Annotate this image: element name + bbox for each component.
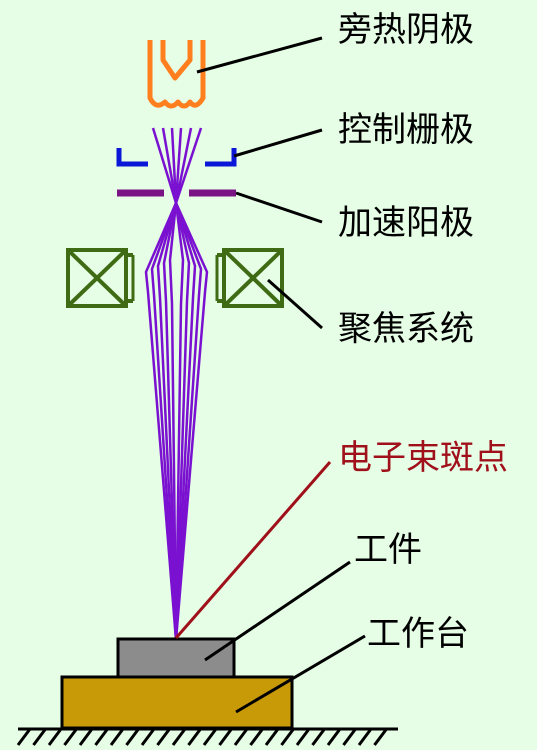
ground-hatch-mark xyxy=(140,728,156,746)
ground-hatch-mark xyxy=(326,728,342,746)
leader-worktable xyxy=(235,634,366,714)
ground-hatch-mark xyxy=(63,728,78,746)
ground-hatch-mark xyxy=(280,728,295,746)
ground-hatch-mark xyxy=(156,728,171,746)
label-workpiece: 工件 xyxy=(354,530,422,570)
focus-coil-right xyxy=(215,248,284,308)
ground-hatch-mark xyxy=(311,728,326,746)
leader-workpiece xyxy=(204,560,351,662)
leader-cathode xyxy=(196,36,323,74)
beam-ray-12 xyxy=(174,202,203,641)
workpiece-block xyxy=(116,637,236,679)
beam-ray-0 xyxy=(151,127,178,204)
cathode-shape xyxy=(147,40,206,109)
beam-ray-7 xyxy=(150,202,178,641)
leader-beam-spot xyxy=(174,461,332,639)
label-electron-beam-spot: 电子束斑点 xyxy=(338,438,508,478)
ground-hatch-mark xyxy=(264,728,280,746)
ground-hatch-mark xyxy=(16,728,32,746)
beam-ray-6 xyxy=(144,202,178,641)
beam-ray-14 xyxy=(174,202,191,641)
ground-hatch-mark xyxy=(47,728,63,746)
ground-hatch xyxy=(16,727,398,746)
focus-coil-left xyxy=(66,248,135,308)
beam-ray-9 xyxy=(162,202,178,641)
ground-hatch-mark xyxy=(125,728,140,746)
beam-ray-2 xyxy=(170,127,178,204)
leader-grid xyxy=(233,128,323,158)
label-worktable: 工作台 xyxy=(367,614,469,654)
ground-hatch-mark xyxy=(202,728,218,746)
leader-focus xyxy=(267,278,323,330)
leader-anode xyxy=(235,191,323,224)
ground-hatch-mark xyxy=(187,728,202,746)
ground-hatch-mark xyxy=(109,728,125,746)
label-accelerating-anode: 加速阳极 xyxy=(338,203,474,243)
ground-hatch-mark xyxy=(218,728,233,746)
leader-lines xyxy=(174,36,366,714)
beam-ray-11 xyxy=(174,202,209,641)
ground-hatch-mark xyxy=(249,728,264,746)
beam-ray-8 xyxy=(156,202,178,641)
ground-hatch-mark xyxy=(171,728,187,746)
ground-hatch-mark xyxy=(94,728,109,746)
ground-hatch-mark xyxy=(342,728,357,746)
beam-ray-10 xyxy=(168,202,178,641)
beam-ray-3 xyxy=(174,127,183,204)
beam-ray-4 xyxy=(174,127,193,204)
electron-beam xyxy=(144,127,209,641)
label-control-grid: 控制栅极 xyxy=(338,110,474,150)
beam-ray-13 xyxy=(174,202,197,641)
ground-hatch-mark xyxy=(233,728,249,746)
ground-hatch-mark xyxy=(32,728,47,746)
ground-hatch-mark xyxy=(373,728,388,746)
control-grid-shape xyxy=(116,148,237,167)
worktable-block xyxy=(60,675,294,730)
ground-hatch-mark xyxy=(295,728,311,746)
label-indirect-heated-cathode: 旁热阴极 xyxy=(338,10,474,50)
beam-ray-5 xyxy=(174,127,203,204)
ground-hatch-mark xyxy=(357,728,373,746)
label-focusing-system: 聚焦系统 xyxy=(338,309,474,349)
beam-ray-1 xyxy=(161,127,178,204)
beam-ray-15 xyxy=(174,202,185,641)
ground-hatch-mark xyxy=(78,728,94,746)
